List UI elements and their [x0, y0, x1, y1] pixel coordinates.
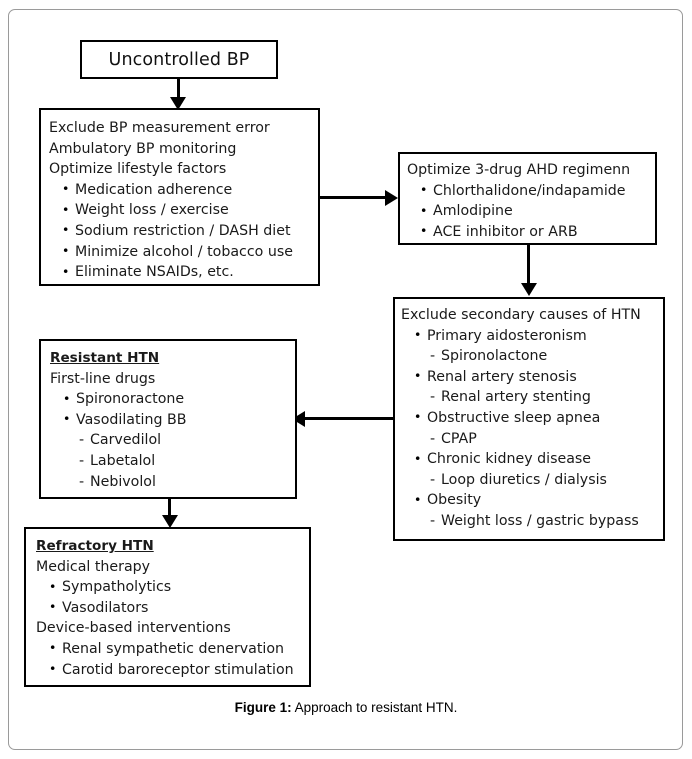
list-item: ACE inhibitor or ARB — [407, 221, 655, 243]
optimize-regimen-title: Optimize 3-drug AHD regimenn — [407, 162, 631, 178]
list-item: Spironolactone — [401, 346, 663, 367]
connector-exclude-error-to-optimize-regimen-line — [320, 196, 388, 199]
list-item: Weight loss / exercise — [49, 200, 318, 221]
node-uncontrolled-bp: Uncontrolled BP — [80, 40, 278, 79]
resistant-htn-heading: Resistant HTN — [50, 350, 160, 366]
refractory-htn-subheading-1: Medical therapy — [36, 558, 151, 575]
list-item: CPAP — [401, 429, 663, 450]
node-exclude-secondary-causes-of-htn: Exclude secondary causes of HTN Primary … — [393, 297, 665, 541]
arrow-down-icon — [170, 97, 186, 110]
connector-secondary-causes-to-resistant-htn-line — [305, 417, 393, 420]
exclude-error-line-2: Ambulatory BP monitoring — [49, 140, 237, 157]
optimize-regimen-bullet-list: Chlorthalidone/indapamide Amlodipine ACE… — [407, 180, 655, 243]
connector-resistant-htn-to-refractory-htn-line — [168, 499, 171, 519]
figure-caption-text: Approach to resistant HTN. — [291, 700, 458, 715]
list-item: Weight loss / gastric bypass — [401, 511, 663, 532]
list-item: Eliminate NSAIDs, etc. — [49, 262, 318, 283]
list-item: Sympatholytics — [36, 577, 309, 598]
node-refractory-htn: Refractory HTN Medical therapy Sympathol… — [24, 527, 311, 687]
list-item: Nebivolol — [50, 472, 295, 493]
secondary-causes-list: Primary aidosteronism Spironolactone Ren… — [401, 325, 663, 532]
list-item: Medication adherence — [49, 179, 318, 201]
connector-optimize-regimen-to-secondary-causes-line — [527, 245, 530, 286]
refractory-htn-heading: Refractory HTN — [36, 538, 154, 554]
resistant-htn-list: Spironoractone Vasodilating BB Carvedilo… — [50, 389, 295, 492]
arrow-right-icon — [385, 189, 398, 206]
node-uncontrolled-bp-title: Uncontrolled BP — [108, 49, 250, 70]
refractory-htn-subheading-2: Device-based interventions — [36, 620, 231, 637]
arrow-down-icon — [161, 515, 178, 528]
list-item: Obesity — [401, 490, 663, 511]
list-item: Primary aidosteronism — [401, 325, 663, 347]
list-item: Sodium restriction / DASH diet — [49, 220, 318, 242]
figure-caption: Figure 1: Approach to resistant HTN. — [0, 700, 692, 715]
list-item: Minimize alcohol / tobacco use — [49, 241, 318, 263]
list-item: Vasodilating BB — [50, 409, 295, 431]
node-resistant-htn: Resistant HTN First-line drugs Spironora… — [39, 339, 297, 499]
arrow-down-icon — [520, 283, 537, 296]
list-item: Renal artery stenosis — [401, 366, 663, 388]
list-item: Obstructive sleep apnea — [401, 407, 663, 429]
resistant-htn-subheading: First-line drugs — [50, 370, 156, 387]
list-item: Carotid baroreceptor stimulation — [36, 659, 309, 681]
list-item: Carvedilol — [50, 430, 295, 451]
exclude-error-bullet-list: Medication adherence Weight loss / exerc… — [49, 179, 318, 283]
connector-uncontrolled-bp-to-exclude-error-line — [177, 79, 180, 101]
exclude-error-line-1: Exclude BP measurement error — [49, 120, 270, 136]
list-item: Vasodilators — [36, 597, 309, 619]
node-exclude-bp-measurement-error: Exclude BP measurement error Ambulatory … — [39, 108, 320, 286]
list-item: Amlodipine — [407, 201, 655, 222]
list-item: Chlorthalidone/indapamide — [407, 180, 655, 202]
list-item: Labetalol — [50, 451, 295, 472]
list-item: Renal artery stenting — [401, 387, 663, 408]
list-item: Renal sympathetic denervation — [36, 638, 309, 660]
refractory-htn-list-2: Renal sympathetic denervation Carotid ba… — [36, 638, 309, 681]
figure-caption-label: Figure 1: — [234, 700, 292, 715]
list-item: Chronic kidney disease — [401, 449, 663, 470]
list-item: Spironoractone — [50, 389, 295, 410]
exclude-error-line-3: Optimize lifestyle factors — [49, 161, 227, 178]
list-item: Loop diuretics / dialysis — [401, 470, 663, 491]
node-optimize-3-drug-ahd-regimen: Optimize 3-drug AHD regimenn Chlorthalid… — [398, 152, 657, 245]
secondary-causes-title: Exclude secondary causes of HTN — [401, 307, 641, 323]
refractory-htn-list-1: Sympatholytics Vasodilators — [36, 577, 309, 618]
